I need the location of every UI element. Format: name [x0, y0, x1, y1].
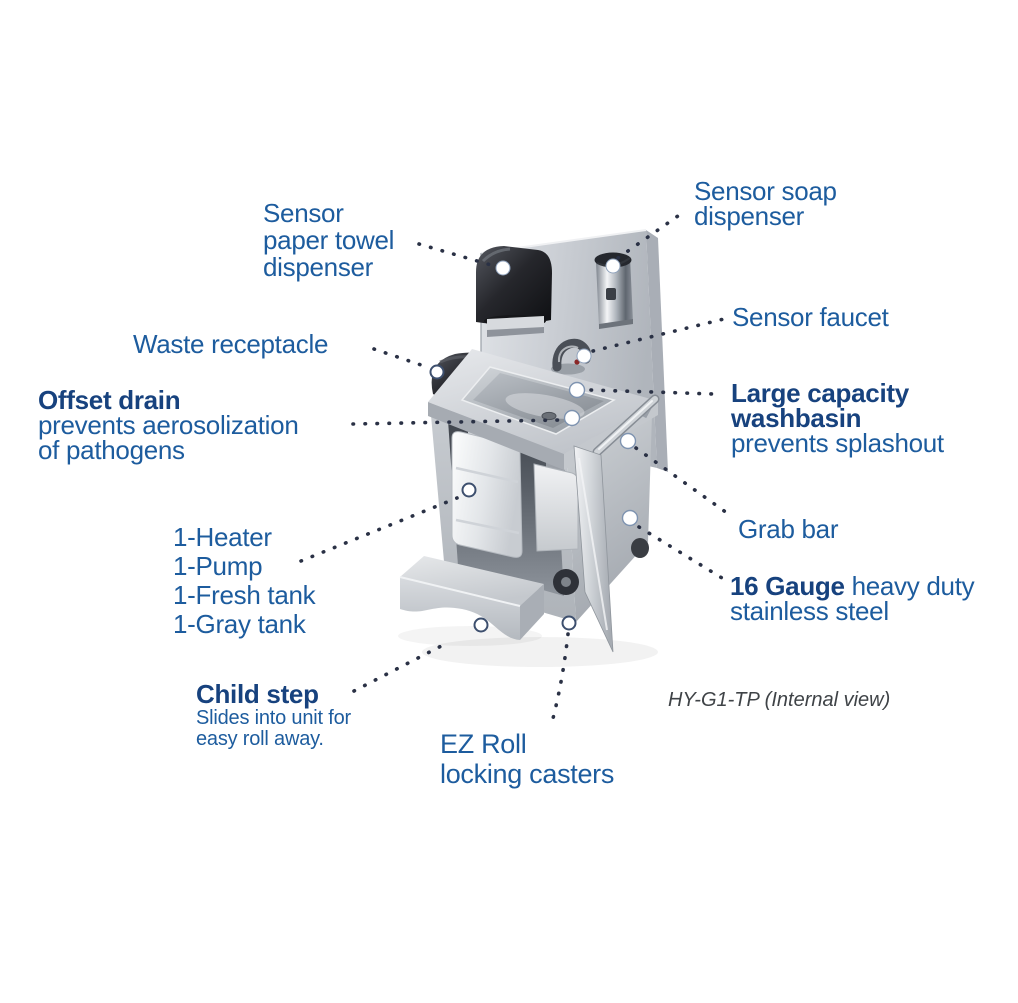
label-ez-roll-casters: EZ Roll locking casters: [440, 729, 614, 789]
label-line: of pathogens: [38, 435, 185, 465]
label-grab-bar: Grab bar: [738, 514, 839, 544]
label-sensor-faucet: Sensor faucet: [732, 304, 889, 331]
leader-washbasin: [589, 388, 716, 396]
label-line: 1-Fresh tank: [173, 580, 316, 610]
label-tank-list: 1-Heater 1-Pump 1-Fresh tank 1-Gray tank: [173, 522, 316, 639]
label-line: Sensor faucet: [732, 302, 889, 332]
grab-bar-graphic: [588, 394, 660, 465]
label-segment-bold: 16 Gauge: [730, 571, 845, 601]
label-sensor-paper-towel-dispenser: Sensor paper towel dispenser: [263, 200, 394, 281]
anchor-dot-drain: [563, 409, 581, 427]
caster-graphic: [553, 569, 579, 595]
label-line: 1-Heater: [173, 522, 272, 552]
label-child-step: Child step Slides into unit for easy rol…: [196, 681, 351, 750]
anchor-ring-casters: [561, 615, 577, 631]
model-caption: HY-G1-TP (Internal view): [668, 689, 891, 711]
leader-casters: [549, 632, 570, 728]
label-waste-receptacle: Waste receptacle: [133, 331, 328, 358]
label-16-gauge-steel: 16 Gauge heavy duty stainless steel: [730, 571, 975, 626]
label-line-bold: Child step: [196, 679, 319, 709]
leader-gauge: [637, 525, 724, 580]
anchor-dot-faucet: [576, 348, 592, 364]
label-line-bold: Large capacity: [731, 378, 909, 408]
label-offset-drain: Offset drain prevents aerosolization of …: [38, 385, 299, 465]
label-line: locking casters: [440, 759, 615, 789]
label-line: EZ Roll: [440, 729, 527, 759]
gray-tank-graphic: [533, 459, 579, 552]
label-line-small: Slides into unit for: [196, 707, 351, 729]
label-line: Sensor soap: [694, 176, 837, 206]
rear-caster-graphic: [631, 538, 649, 558]
label-sensor-soap-dispenser: Sensor soap dispenser: [694, 176, 837, 231]
label-line: 1-Pump: [173, 551, 263, 581]
leader-faucet: [591, 317, 726, 353]
offset-drain-graphic: [541, 411, 557, 421]
anchor-ring-waste: [429, 364, 445, 380]
soap-dispenser-graphic: [594, 252, 633, 329]
ground-shadow: [398, 626, 658, 667]
leader-waste: [372, 347, 429, 369]
label-line: Waste receptacle: [133, 329, 329, 359]
fresh-tank-graphic: [451, 420, 523, 558]
label-line: prevents aerosolization: [38, 410, 299, 440]
leader-soap: [616, 209, 687, 260]
label-line-small: easy roll away.: [196, 728, 324, 750]
label-line: paper towel: [263, 225, 395, 255]
anchor-dot-soap: [605, 258, 621, 274]
anchor-dot-paper-towel: [495, 260, 511, 276]
anchor-ring-tanks: [461, 482, 477, 498]
leader-tanks: [299, 496, 459, 563]
label-line: dispenser: [263, 252, 374, 282]
child-step-graphic: [399, 556, 544, 640]
leader-drain: [351, 418, 561, 426]
label-line: 1-Gray tank: [173, 609, 306, 639]
anchor-dots: [429, 258, 639, 633]
label-line: Grab bar: [738, 514, 839, 544]
label-line-bold: washbasin: [731, 403, 862, 433]
label-large-capacity-washbasin: Large capacity washbasin prevents splash…: [731, 378, 944, 458]
anchor-ring-child-step: [473, 617, 489, 633]
paper-towel-dispenser-graphic: [476, 246, 552, 337]
anchor-dot-grab-bar: [619, 432, 637, 450]
door-graphic: [573, 445, 614, 653]
label-line: dispenser: [694, 201, 805, 231]
anchor-dot-washbasin: [568, 381, 586, 399]
anchor-dot-gauge: [621, 509, 639, 527]
label-line: 16 Gauge heavy duty: [730, 571, 975, 601]
label-line: stainless steel: [730, 596, 889, 626]
leader-paper-towel: [417, 242, 493, 267]
label-line: Sensor: [263, 198, 344, 228]
label-segment: heavy duty: [844, 571, 975, 601]
label-line-bold: Offset drain: [38, 385, 181, 415]
leader-lines: [299, 209, 729, 728]
label-line: prevents splashout: [731, 428, 944, 458]
